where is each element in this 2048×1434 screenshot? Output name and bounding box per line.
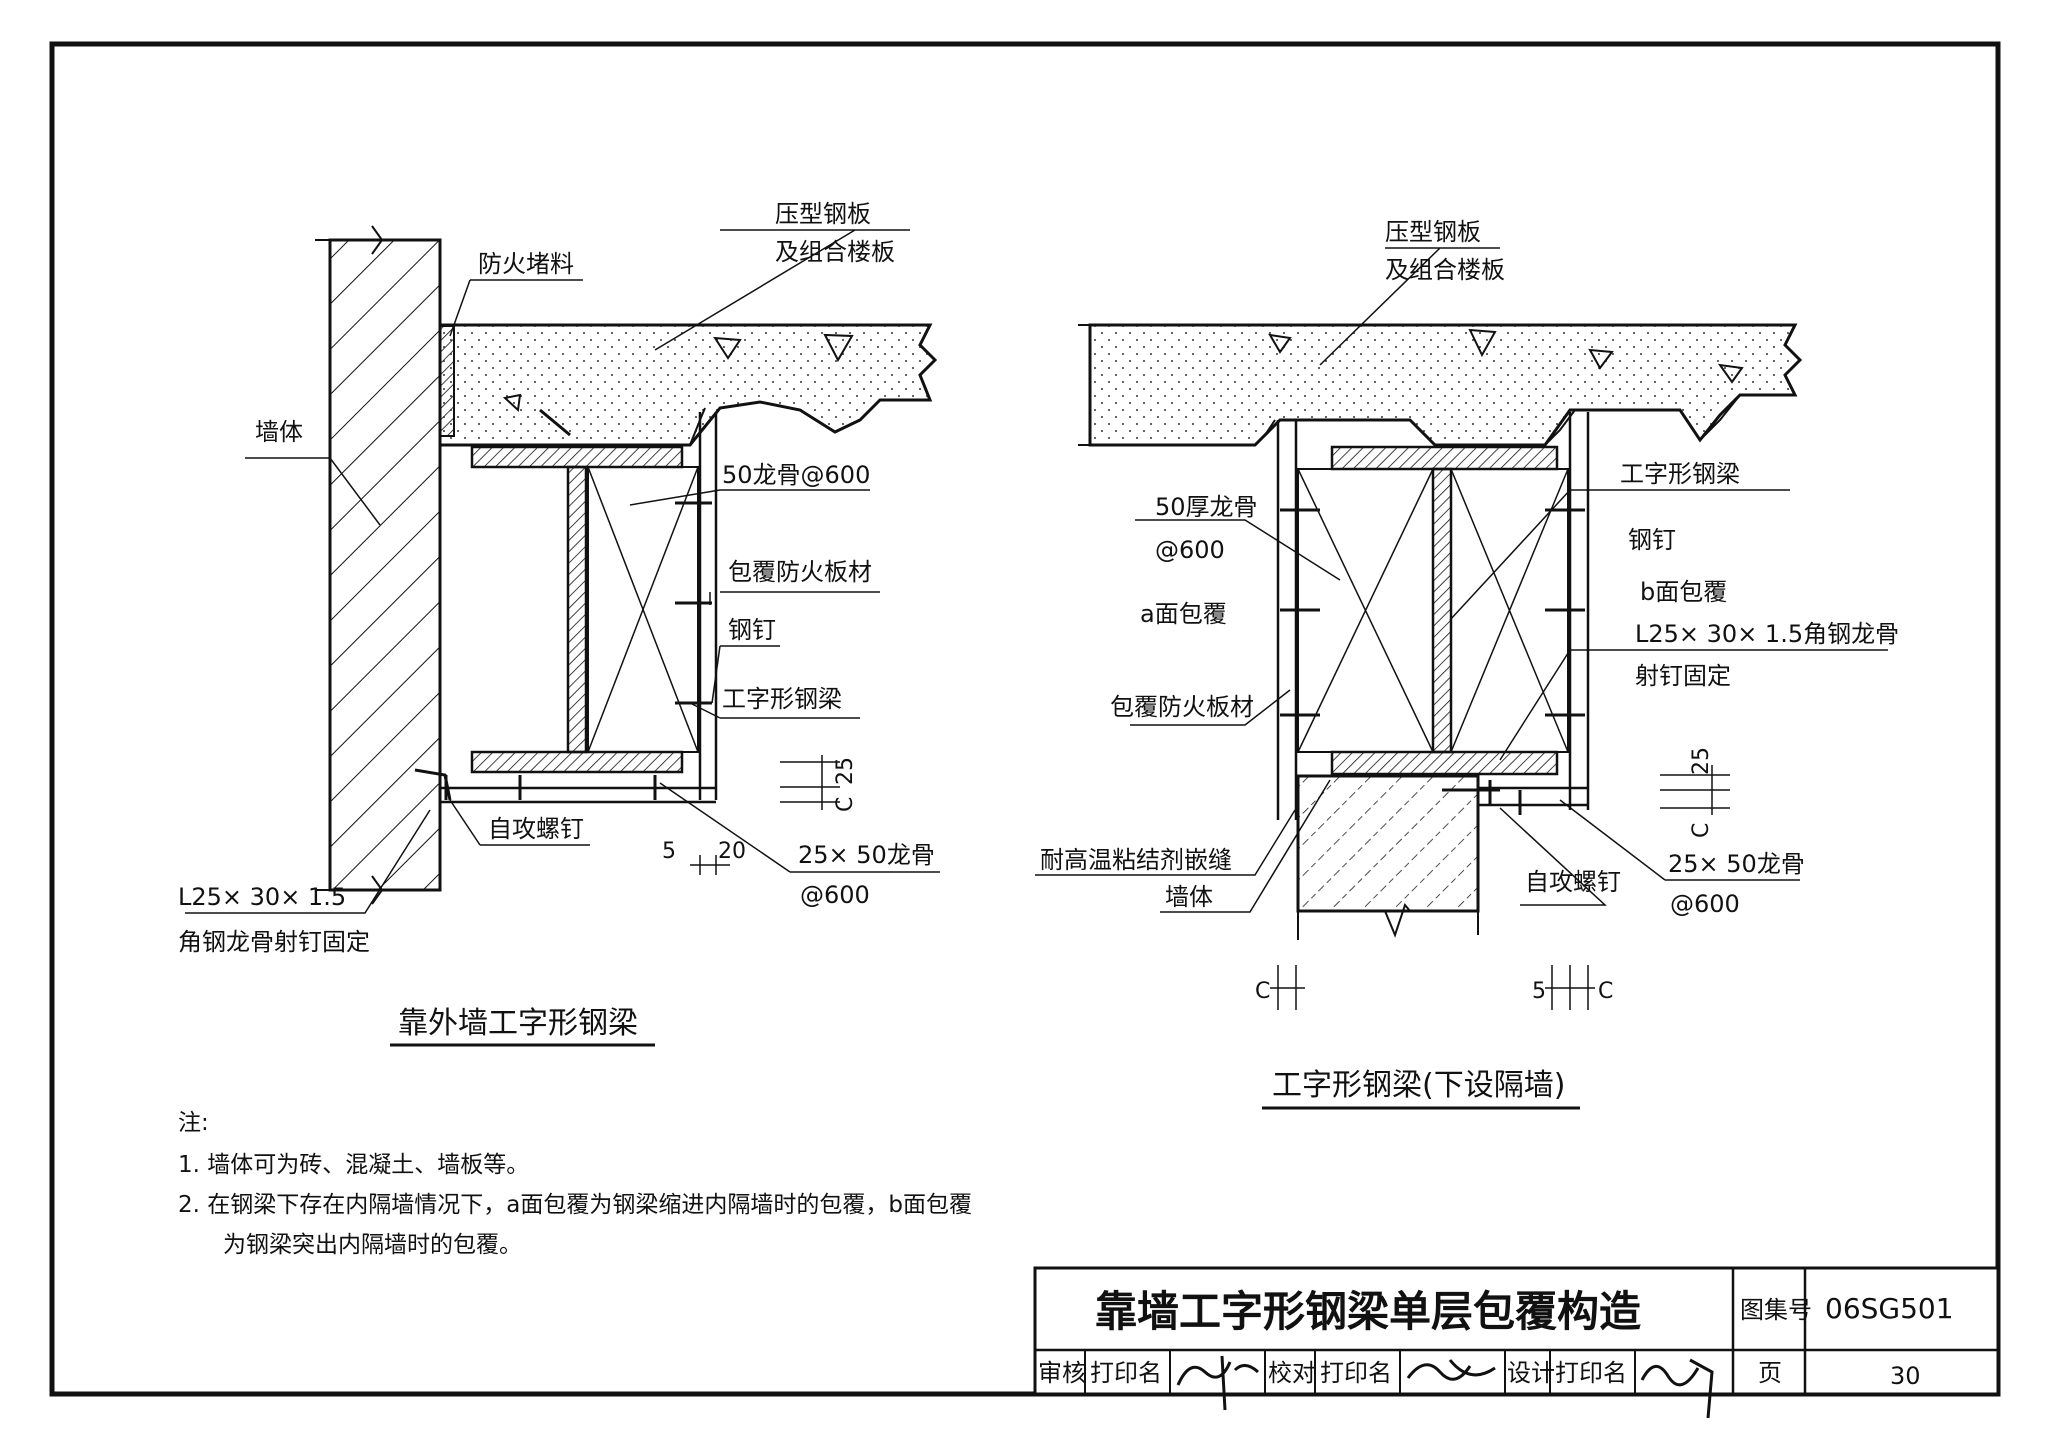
left-label-beam: 工字形钢梁	[722, 685, 842, 713]
outer-frame	[49, 41, 2001, 1397]
right-label-keel2-1: 25× 50龙骨	[1668, 850, 1805, 878]
right-label-angle: L25× 30× 1.5角钢龙骨	[1635, 620, 1899, 648]
left-label-nail: 钢钉	[728, 616, 776, 644]
left-label-angle-1: L25× 30× 1.5	[178, 883, 346, 911]
right-detail	[1035, 247, 1888, 1110]
right-label-wall: 墙体	[1165, 883, 1213, 911]
right-label-screw: 自攻螺钉	[1525, 868, 1621, 896]
left-label-wall: 墙体	[255, 418, 303, 446]
right-label-board: 包覆防火板材	[1110, 693, 1254, 721]
right-beam-web	[1431, 467, 1453, 754]
print-name-1: 打印名	[1090, 1359, 1162, 1387]
left-beam-top-flange	[470, 445, 684, 469]
page-label: 页	[1758, 1359, 1782, 1387]
signature-design	[1640, 1358, 1714, 1419]
right-dim-c-right: C	[1598, 979, 1613, 1004]
signature-review	[1176, 1355, 1260, 1411]
right-label-floor-1: 压型钢板	[1385, 218, 1481, 246]
right-label-keel-2: @600	[1155, 536, 1225, 564]
right-label-joint: 耐高温粘结剂嵌缝	[1040, 846, 1232, 874]
note-1: 1. 墙体可为砖、混凝土、墙板等。	[178, 1152, 529, 1178]
right-label-b-face: b面包覆	[1640, 578, 1727, 606]
right-caption: 工字形钢梁(下设隔墙)	[1272, 1068, 1565, 1103]
left-slab	[438, 323, 938, 447]
design-label: 设计	[1507, 1359, 1555, 1387]
right-label-keel2-2: @600	[1670, 890, 1740, 918]
notes-heading: 注:	[178, 1110, 209, 1136]
page-number: 30	[1890, 1362, 1921, 1390]
check-label: 校对	[1268, 1359, 1316, 1387]
atlas-number: 06SG501	[1825, 1292, 1954, 1325]
atlas-label: 图集号	[1740, 1296, 1812, 1324]
left-label-angle-2: 角钢龙骨射钉固定	[178, 928, 370, 956]
right-slab	[1088, 323, 1803, 447]
print-name-3: 打印名	[1555, 1359, 1627, 1387]
right-label-floor-2: 及组合楼板	[1385, 256, 1505, 284]
print-name-2: 打印名	[1320, 1359, 1392, 1387]
left-label-board: 包覆防火板材	[728, 558, 872, 586]
note-2-line-2: 为钢梁突出内隔墙时的包覆。	[223, 1232, 522, 1258]
signature-check	[1406, 1359, 1496, 1381]
left-label-floor-2: 及组合楼板	[775, 238, 895, 266]
note-2-line-1: 2. 在钢梁下存在内隔墙情况下，a面包覆为钢梁缩进内隔墙时的包覆，b面包覆	[178, 1192, 972, 1218]
left-label-screw: 自攻螺钉	[488, 815, 584, 843]
left-beam-bottom-flange	[470, 750, 684, 774]
left-dim-20: 20	[718, 839, 746, 864]
left-dim-25: 25	[833, 757, 858, 785]
right-dim-5: 5	[1532, 979, 1546, 1004]
left-beam-web	[566, 465, 588, 754]
right-beam-bottom-flange	[1330, 750, 1559, 776]
right-dim-c-vertical: C	[1689, 823, 1714, 838]
right-dim-c-left: C	[1255, 979, 1270, 1004]
left-label-keel2-1: 25× 50龙骨	[798, 841, 935, 869]
left-wall	[328, 238, 442, 892]
left-dim-5: 5	[662, 839, 676, 864]
left-label-keel: 50龙骨@600	[722, 461, 870, 489]
right-partition-wall	[1296, 774, 1480, 913]
left-caption: 靠外墙工字形钢梁	[398, 1006, 638, 1041]
left-keel-box	[587, 466, 699, 753]
left-label-keel2-2: @600	[800, 881, 870, 909]
review-label: 审核	[1038, 1359, 1086, 1387]
right-label-nail: 钢钉	[1628, 526, 1676, 554]
left-dim-c: C	[833, 797, 858, 812]
right-beam-top-flange	[1330, 445, 1559, 471]
right-label-shoot: 射钉固定	[1635, 662, 1731, 690]
left-detail	[185, 225, 940, 1047]
left-label-fire-fill: 防火堵料	[478, 250, 574, 278]
right-label-beam: 工字形钢梁	[1620, 460, 1740, 488]
right-label-keel-1: 50厚龙骨	[1155, 493, 1258, 521]
right-label-a-face: a面包覆	[1140, 600, 1227, 628]
drawing-title: 靠墙工字形钢梁单层包覆构造	[1095, 1287, 1641, 1336]
title-block	[1033, 1266, 2000, 1419]
right-dim-25: 25	[1689, 747, 1714, 775]
left-label-floor-1: 压型钢板	[775, 200, 871, 228]
